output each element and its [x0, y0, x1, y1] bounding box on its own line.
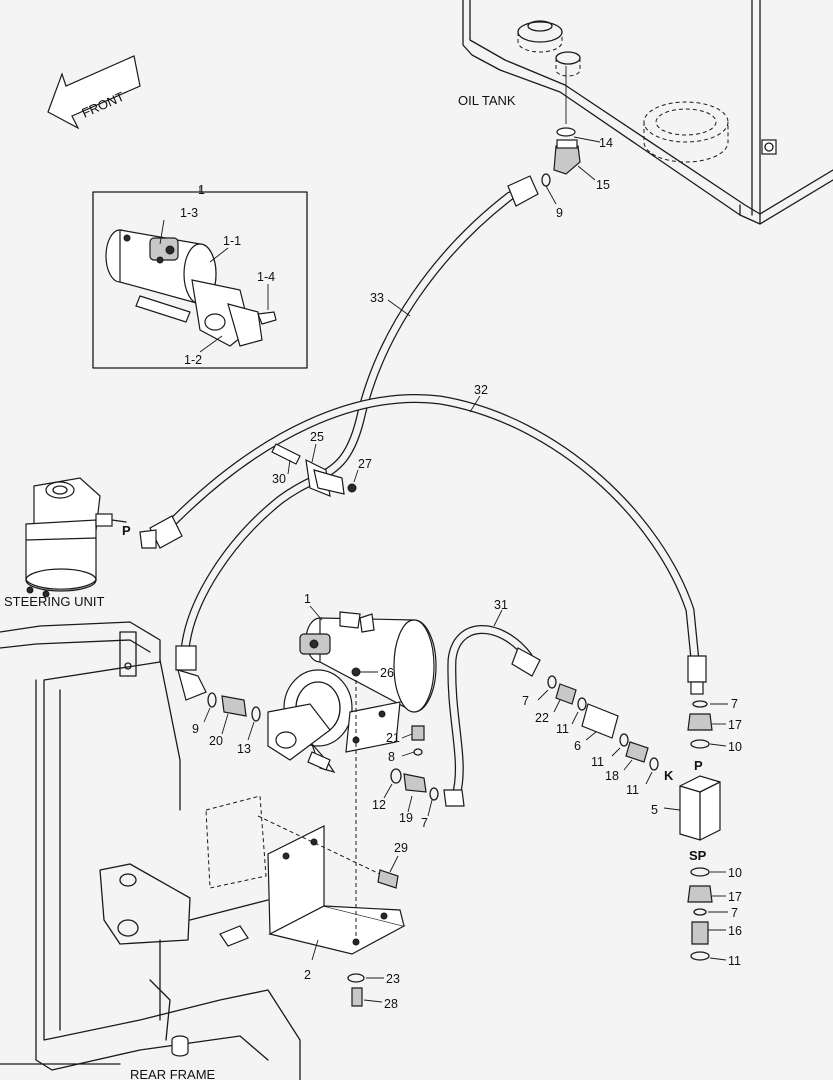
callout-30: 30: [272, 472, 286, 486]
callout-9-top: 9: [556, 206, 563, 220]
callout-7-pump: 7: [421, 816, 428, 830]
hose-31: [443, 609, 541, 807]
callout-17-top: 17: [728, 718, 742, 732]
callout-11-b: 11: [591, 755, 604, 769]
callout-7-right: 7: [731, 697, 738, 711]
hose-33: [175, 175, 539, 701]
callout-19: 19: [399, 811, 413, 825]
port-p-valve: P: [694, 758, 703, 773]
callout-26: 26: [380, 666, 394, 680]
pump-pressure-fittings: [307, 725, 439, 817]
hose-32: [149, 394, 707, 695]
callout-inset-1-3: 1-3: [180, 206, 198, 220]
callout-7-bot: 7: [731, 906, 738, 920]
callout-inset-1-2: 1-2: [184, 353, 202, 367]
pump-suction-fittings: [203, 692, 261, 741]
callout-31: 31: [494, 598, 508, 612]
valve-6-chain: [537, 675, 659, 785]
callout-32: 32: [474, 383, 488, 397]
callout-inset-1-1: 1-1: [223, 234, 241, 248]
front-arrow-icon: [47, 55, 141, 130]
valve-block-5: [663, 700, 728, 961]
callout-11-bot: 11: [728, 954, 741, 968]
callout-15: 15: [596, 178, 610, 192]
callout-11-c: 11: [626, 783, 639, 797]
callout-5: 5: [651, 803, 658, 817]
callout-28: 28: [384, 997, 398, 1011]
callout-9-pump: 9: [192, 722, 199, 736]
steering-unit: [25, 477, 157, 598]
callout-2: 2: [304, 968, 311, 982]
pump-assembly: [267, 605, 437, 774]
tank-elbow-fitting: [541, 66, 601, 205]
callout-18: 18: [605, 769, 619, 783]
mounting-bracket-2: [257, 680, 406, 1007]
callout-33: 33: [370, 291, 384, 305]
callout-13: 13: [237, 742, 251, 756]
callout-23: 23: [386, 972, 400, 986]
callout-17-bot: 17: [728, 890, 742, 904]
callout-14: 14: [599, 136, 613, 150]
callout-8: 8: [388, 750, 395, 764]
callout-21: 21: [386, 731, 400, 745]
oil-tank: [462, 0, 833, 225]
callout-10-top: 10: [728, 740, 742, 754]
port-k: K: [664, 768, 674, 783]
callout-inset-1: 1: [198, 183, 205, 197]
callout-6: 6: [574, 739, 581, 753]
rear-frame-caption: REAR FRAME: [130, 1067, 216, 1080]
callout-20: 20: [209, 734, 223, 748]
callout-16: 16: [728, 924, 742, 938]
port-sp: SP: [689, 848, 707, 863]
steering-unit-caption: STEERING UNIT: [4, 594, 104, 609]
inset-box: [92, 186, 308, 369]
oil-tank-caption: OIL TANK: [458, 93, 516, 108]
callout-25: 25: [310, 430, 324, 444]
callout-10-bot: 10: [728, 866, 742, 880]
callout-7-a: 7: [522, 694, 529, 708]
callout-inset-1-4: 1-4: [257, 270, 275, 284]
callout-12: 12: [372, 798, 386, 812]
callout-27: 27: [358, 457, 372, 471]
port-p-steering: P: [122, 523, 131, 538]
callout-22: 22: [535, 711, 549, 725]
rear-frame: [0, 621, 301, 1080]
callout-1: 1: [304, 592, 311, 606]
callout-29: 29: [394, 841, 408, 855]
callout-11-a: 11: [556, 722, 569, 736]
hose-clamp-assembly: [271, 443, 359, 497]
